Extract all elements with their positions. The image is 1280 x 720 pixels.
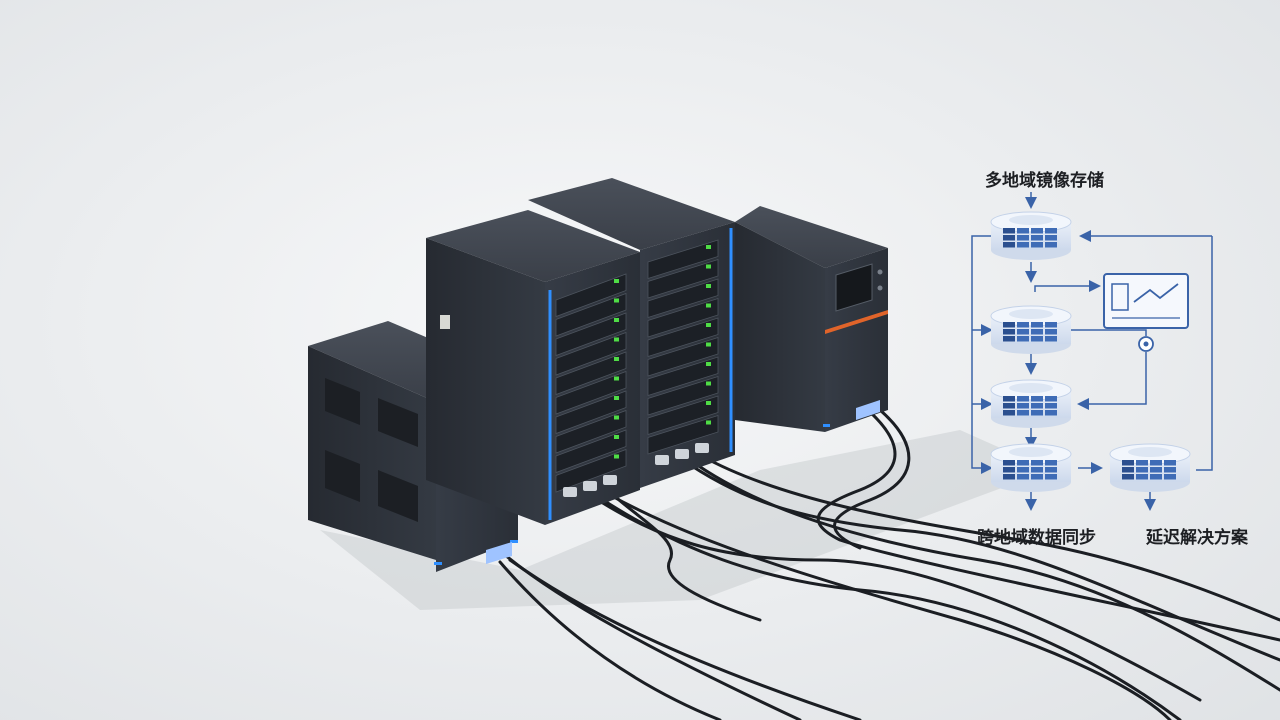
rack-bay	[555, 351, 627, 396]
status-led	[706, 303, 711, 308]
rack-bay	[647, 395, 719, 436]
rack-bay	[555, 312, 627, 357]
rack-bay	[647, 336, 719, 377]
status-led	[614, 318, 619, 322]
rack-bay	[647, 258, 719, 299]
rack-bay	[555, 292, 627, 337]
label-cross-region-data-sync: 跨地域数据同步	[977, 528, 1096, 548]
rack-bays	[647, 239, 719, 455]
status-led	[614, 376, 619, 381]
rack-bay	[555, 273, 627, 318]
status-led	[706, 381, 711, 386]
rack-bay	[555, 331, 627, 376]
database-icon	[990, 211, 1072, 260]
status-led	[706, 420, 711, 425]
rack-bay	[647, 414, 719, 455]
server-tower-back	[735, 206, 888, 432]
cables	[498, 408, 1280, 720]
rack-bay	[647, 239, 719, 280]
rack-bays	[555, 273, 627, 493]
rack-bay	[555, 390, 627, 435]
rack-bay	[555, 429, 627, 474]
rack-bay	[555, 370, 627, 415]
status-led	[614, 279, 619, 283]
rack-bay	[647, 278, 719, 319]
rack-bay	[647, 317, 719, 358]
label-multi-region-mirror-storage: 多地域镜像存储	[985, 171, 1104, 191]
rack-bay	[647, 297, 719, 338]
database-icon	[990, 305, 1072, 354]
status-led	[614, 357, 619, 361]
rack-bay	[555, 448, 627, 493]
monitor-chart-icon	[1103, 273, 1189, 329]
server-rack-1	[426, 210, 640, 525]
status-led	[706, 284, 711, 288]
status-led	[614, 454, 619, 459]
database-icon	[990, 379, 1072, 428]
database-icon	[990, 443, 1072, 492]
status-led	[614, 396, 619, 400]
label-latency-solution: 延迟解决方案	[1146, 528, 1248, 548]
database-icon	[1109, 443, 1191, 492]
status-led	[614, 337, 619, 342]
floor-shadow	[320, 430, 1050, 610]
target-icon	[1138, 336, 1154, 352]
rack-bay	[555, 409, 627, 454]
status-led	[614, 435, 619, 439]
status-led	[706, 342, 711, 347]
rack-bay	[647, 356, 719, 397]
status-led	[706, 264, 711, 269]
flow-diagram	[971, 192, 1213, 511]
server-rack-2	[528, 178, 735, 488]
status-led	[706, 401, 711, 405]
status-led	[706, 323, 711, 327]
status-led	[706, 362, 711, 366]
status-led	[706, 245, 711, 249]
rack-bay	[647, 375, 719, 416]
status-led	[614, 298, 619, 303]
status-led	[614, 415, 619, 420]
